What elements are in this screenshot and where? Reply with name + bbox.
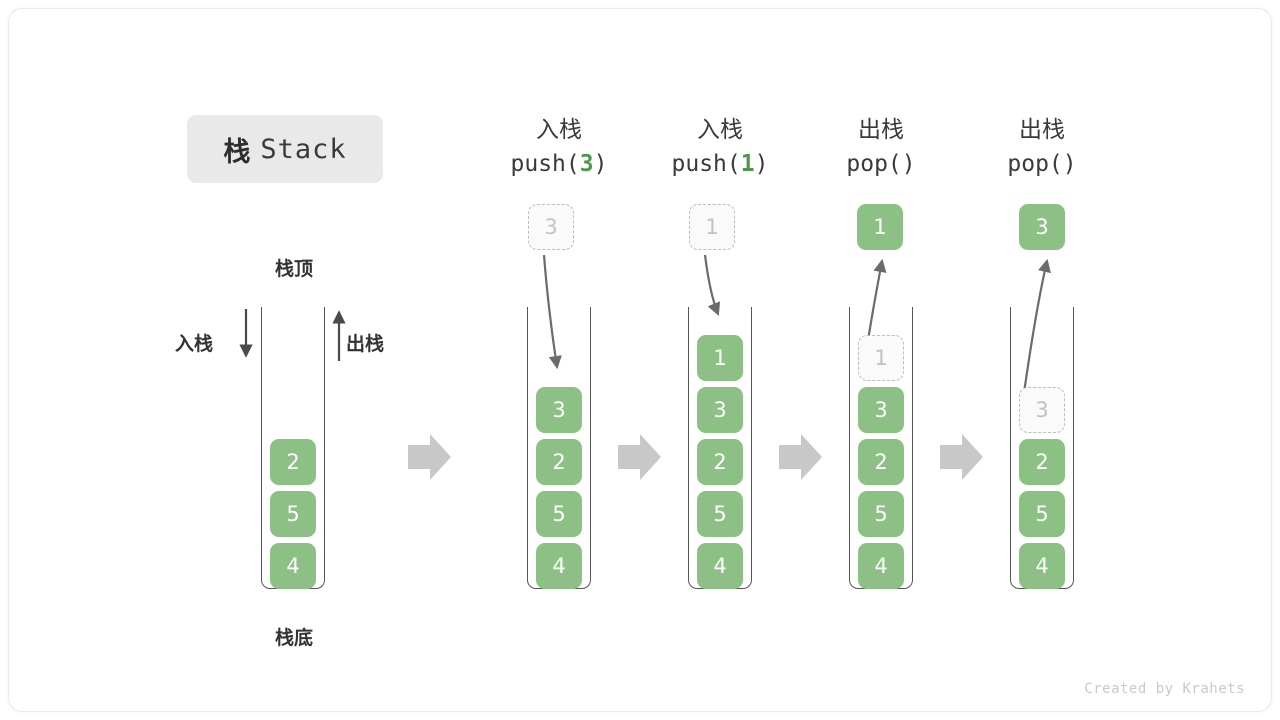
title-latin: Stack (260, 133, 347, 165)
header-call-label: pop() (846, 151, 916, 177)
stack-cell: 4 (1019, 543, 1065, 589)
title-badge: 栈 Stack (187, 115, 383, 183)
popped-cell-1: 1 (857, 204, 903, 250)
diagram-frame: 栈 Stack 栈顶 入栈 出栈 4 5 2 栈底 入栈 push(3) 3 (8, 8, 1272, 712)
header-call-label: push(3) (510, 151, 608, 177)
stack-cell: 2 (858, 439, 904, 485)
stack-cell: 2 (270, 439, 316, 485)
column-header-pop-1: 出栈 pop() (801, 113, 961, 181)
stack-cell: 2 (536, 439, 582, 485)
direction-arrows (239, 309, 346, 361)
header-op-label: 入栈 (697, 117, 743, 143)
stack-cell: 3 (536, 387, 582, 433)
stack-cell: 3 (697, 387, 743, 433)
stack-cell: 3 (858, 387, 904, 433)
stack-cell-ghost: 3 (1019, 387, 1065, 433)
stack-cell: 5 (697, 491, 743, 537)
stack-cell: 4 (858, 543, 904, 589)
stack-cell: 5 (270, 491, 316, 537)
stack-cell: 5 (536, 491, 582, 537)
stack-cells-pop-3: 4 5 2 3 (1010, 307, 1074, 589)
column-header-push-1: 入栈 push(1) (640, 113, 800, 181)
stack-cells-push-3: 4 5 2 3 (527, 307, 591, 589)
pop-direction-label: 出栈 (346, 333, 385, 355)
push-1-arrow (703, 254, 721, 317)
header-op-label: 出栈 (1019, 117, 1065, 143)
stack-cell: 4 (270, 543, 316, 589)
stack-cell: 4 (536, 543, 582, 589)
transition-arrows (408, 434, 983, 480)
stack-cell: 4 (697, 543, 743, 589)
transition-arrow-2 (618, 434, 661, 480)
push-3-arrow (542, 254, 562, 370)
stack-cells-initial: 4 5 2 (261, 307, 325, 589)
stack-bottom-label: 栈底 (274, 627, 313, 649)
title-cjk: 栈 (223, 136, 251, 168)
stack-cell: 2 (1019, 439, 1065, 485)
stack-cells-pop-1: 4 5 2 3 1 (849, 307, 913, 589)
header-call-label: push(1) (671, 151, 769, 177)
popped-cell-3: 3 (1019, 204, 1065, 250)
header-op-label: 入栈 (536, 117, 582, 143)
stack-cell: 5 (858, 491, 904, 537)
stack-cell-ghost: 1 (858, 335, 904, 381)
pending-cell-push-1: 1 (689, 204, 735, 250)
pending-cell-push-3: 3 (528, 204, 574, 250)
stack-cell: 2 (697, 439, 743, 485)
column-header-pop-3: 出栈 pop() (962, 113, 1122, 181)
stack-cell: 5 (1019, 491, 1065, 537)
stack-cells-push-1: 4 5 2 3 1 (688, 307, 752, 589)
pop-3-arrow (1020, 258, 1051, 408)
transition-arrow-1 (408, 434, 451, 480)
stack-top-label: 栈顶 (274, 258, 313, 280)
stack-cell: 1 (697, 335, 743, 381)
push-direction-label: 入栈 (175, 333, 214, 355)
column-header-push-3: 入栈 push(3) (479, 113, 639, 181)
footer-credit: Created by Krahets (1084, 681, 1245, 697)
diagram-canvas: 栈 Stack 栈顶 入栈 出栈 4 5 2 栈底 入栈 push(3) 3 (9, 9, 1271, 711)
header-op-label: 出栈 (858, 117, 904, 143)
transition-arrow-4 (940, 434, 983, 480)
transition-arrow-3 (779, 434, 822, 480)
header-call-label: pop() (1007, 151, 1077, 177)
